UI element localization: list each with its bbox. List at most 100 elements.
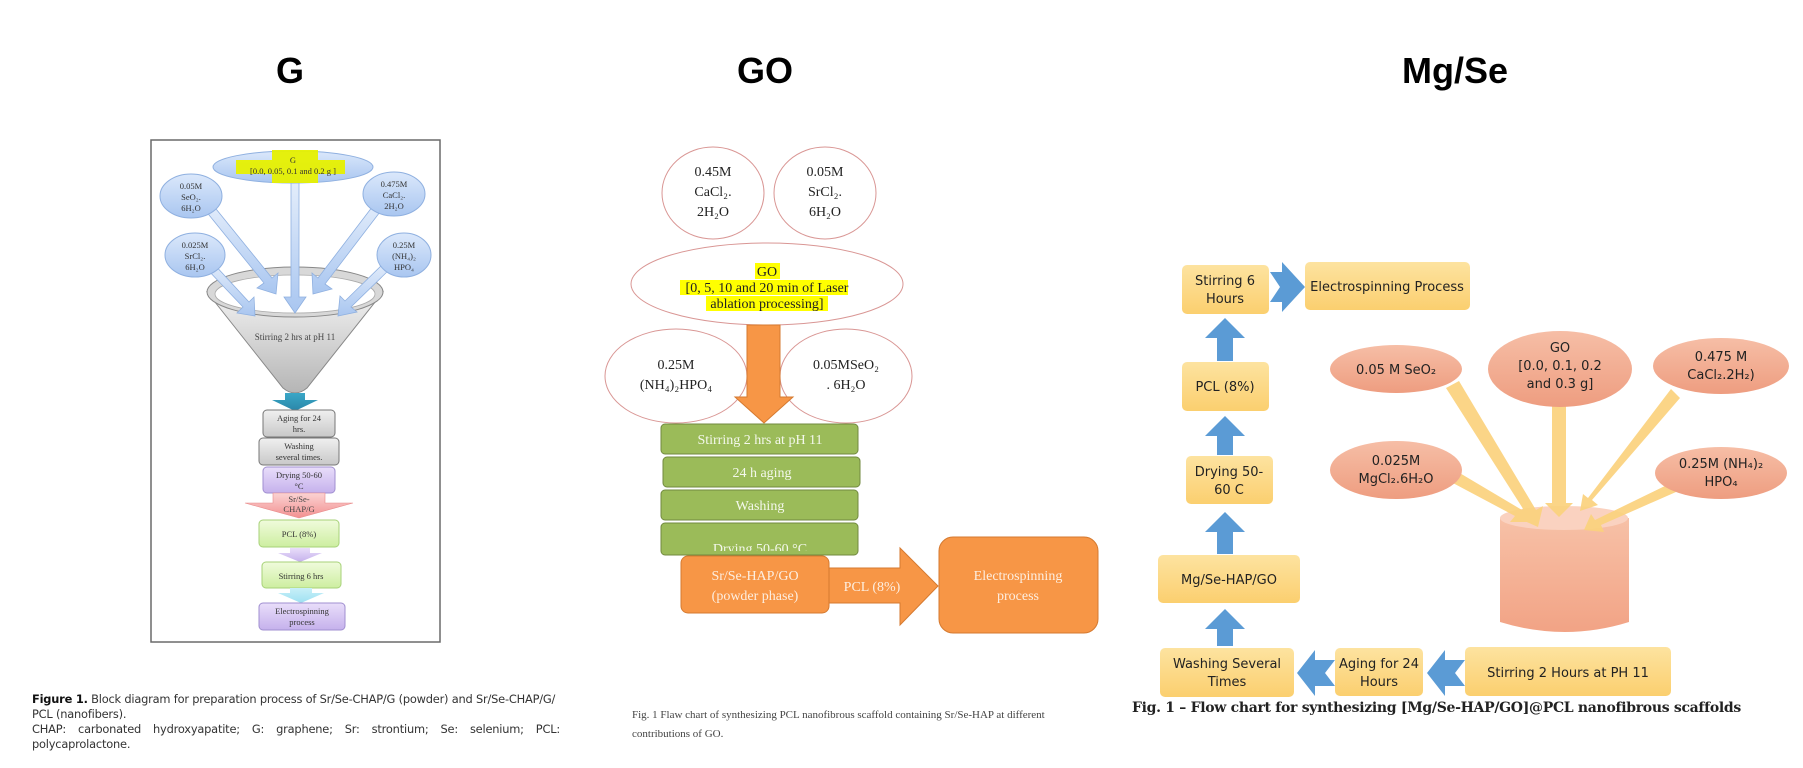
svg-text:GO: GO bbox=[1550, 341, 1570, 356]
arrow-left-icon bbox=[1427, 650, 1465, 696]
arrow-icon bbox=[311, 201, 384, 295]
svg-text:Mg/Se-HAP/GO: Mg/Se-HAP/GO bbox=[1181, 573, 1277, 588]
funnel-label: Stirring 2 hrs at pH 11 bbox=[255, 332, 335, 342]
svg-text:CHAP/G: CHAP/G bbox=[283, 504, 314, 514]
svg-text:GO: GO bbox=[757, 265, 777, 280]
svg-text:0.05M: 0.05M bbox=[807, 165, 845, 180]
arrow-left-icon bbox=[1297, 650, 1335, 696]
svg-text:[0.0, 0.1, 0.2: [0.0, 0.1, 0.2 bbox=[1518, 359, 1602, 374]
arrow-icon bbox=[1545, 405, 1573, 517]
input-seo2: 0.05 M SeO₂ bbox=[1330, 345, 1462, 393]
svg-text:Electrospinning Process: Electrospinning Process bbox=[1310, 280, 1464, 295]
svg-text:CaCl₂.: CaCl₂. bbox=[383, 190, 406, 200]
figure-caption-go: Fig. 1 Flaw chart of synthesizing PCL na… bbox=[632, 709, 1045, 740]
svg-text:ablation processing]: ablation processing] bbox=[710, 297, 823, 312]
svg-text:Washing Several: Washing Several bbox=[1173, 657, 1281, 672]
svg-text:0.05M: 0.05M bbox=[180, 181, 203, 191]
step-aging: Aging for 24 Hours bbox=[1335, 648, 1423, 696]
arrow-right-icon bbox=[1270, 262, 1305, 312]
step-stirring-6-hours: Stirring 6 Hours bbox=[1182, 265, 1269, 314]
arrow-icon bbox=[1580, 389, 1680, 511]
svg-text:(powder phase): (powder phase) bbox=[712, 589, 799, 604]
svg-text:process: process bbox=[997, 589, 1039, 604]
step-drying: Drying 50-60 °C bbox=[660, 522, 859, 557]
svg-text:HPO₄: HPO₄ bbox=[1704, 475, 1737, 490]
input-cacl2: 0.475M CaCl₂. 2H₂O bbox=[362, 171, 426, 217]
svg-text:0.25M (NH₄)₂: 0.25M (NH₄)₂ bbox=[1679, 457, 1763, 472]
svg-text:Hours: Hours bbox=[1360, 675, 1398, 690]
svg-text:. 6H₂O: . 6H₂O bbox=[826, 378, 865, 393]
svg-text:CaCl₂.2H₂): CaCl₂.2H₂) bbox=[1687, 368, 1754, 383]
svg-text:Stirring 2 Hours at PH 11: Stirring 2 Hours at PH 11 bbox=[1487, 666, 1649, 681]
product-box: Sr/Se-HAP/GO (powder phase) bbox=[680, 555, 830, 614]
arrow-down-icon bbox=[272, 393, 318, 411]
arrow-icon bbox=[1446, 381, 1543, 527]
svg-text:hrs.: hrs. bbox=[293, 424, 306, 434]
input-go: GO [0, 5, 10 and 20 min of Laser ablatio… bbox=[630, 242, 904, 326]
svg-text:process: process bbox=[289, 617, 315, 627]
step-electrospinning: Electrospinning Process bbox=[1305, 262, 1470, 310]
svg-text:0.025M: 0.025M bbox=[1372, 454, 1420, 469]
input-seo2: 0.05MSeO₂ . 6H₂O bbox=[779, 328, 913, 424]
input-go: GO [0.0, 0.1, 0.2 and 0.3 g] bbox=[1488, 331, 1632, 407]
figure-caption-mgse: Fig. 1 – Flow chart for synthesizing [Mg… bbox=[1132, 700, 1742, 716]
svg-text:SrCl₂.: SrCl₂. bbox=[808, 185, 842, 200]
svg-text:0.25M: 0.25M bbox=[658, 358, 696, 373]
step-washing: Washing bbox=[660, 489, 859, 521]
arrow-icon bbox=[1584, 483, 1676, 532]
svg-text:0.025M: 0.025M bbox=[182, 240, 209, 250]
svg-text:Drying 50-60: Drying 50-60 bbox=[276, 470, 322, 480]
step-stirring: Stirring 6 hrs bbox=[261, 561, 342, 589]
svg-text:Drying 50-60 °C: Drying 50-60 °C bbox=[713, 542, 807, 557]
caption-text: Block diagram for preparation process of… bbox=[32, 692, 556, 721]
svg-text:and 0.3 g]: and 0.3 g] bbox=[1527, 377, 1594, 392]
step-pcl: PCL (8%) bbox=[258, 519, 340, 548]
svg-text:6H₂O: 6H₂O bbox=[181, 203, 201, 213]
svg-text:Times: Times bbox=[1207, 675, 1247, 690]
input-seo2: 0.05M SeO₂. 6H₂O bbox=[159, 173, 223, 219]
product-arrow: Sr/Se- CHAP/G bbox=[244, 492, 354, 519]
arrow-up-icon bbox=[1205, 318, 1245, 361]
input-cacl2: 0.45M CaCl₂. 2H₂O bbox=[661, 146, 765, 240]
input-srcl2: 0.025M SrCl₂. 6H₂O bbox=[164, 232, 226, 278]
caption-abbreviations: CHAP: carbonated hydroxyapatite; G: grap… bbox=[32, 722, 560, 751]
panel-heading-go: GO bbox=[736, 50, 794, 91]
svg-text:SrCl₂.: SrCl₂. bbox=[185, 251, 206, 261]
svg-text:6H₂O: 6H₂O bbox=[185, 262, 205, 272]
svg-text:CaCl₂.: CaCl₂. bbox=[694, 185, 731, 200]
step-aging: Aging for 24 hrs. bbox=[262, 409, 336, 438]
svg-text:Electrospinning: Electrospinning bbox=[275, 606, 330, 616]
step-drying: Drying 50- 60 C bbox=[1186, 456, 1273, 504]
input-mgcl2: 0.025M MgCl₂.6H₂O bbox=[1330, 441, 1462, 499]
svg-text:0.05MSeO₂: 0.05MSeO₂ bbox=[813, 358, 879, 373]
svg-text:Hours: Hours bbox=[1206, 292, 1244, 307]
svg-text:PCL (8%): PCL (8%) bbox=[282, 529, 317, 539]
arrow-icon bbox=[337, 261, 392, 317]
step-drying: Drying 50-60 °C bbox=[262, 466, 336, 494]
svg-text:0.475M: 0.475M bbox=[381, 179, 408, 189]
svg-text:[0, 5, 10 and 20 min of Laser: [0, 5, 10 and 20 min of Laser bbox=[686, 281, 849, 296]
panel-heading-mgse: Mg/Se bbox=[1401, 50, 1509, 91]
step-aging: 24 h aging bbox=[662, 456, 861, 488]
input-nh4: 0.25M (NH₄)₂ HPO₄ bbox=[376, 232, 432, 278]
highlight-marker bbox=[236, 150, 345, 183]
input-arrows bbox=[204, 181, 392, 317]
panel-heading-g: G bbox=[275, 50, 305, 91]
arrow-icon bbox=[1451, 472, 1530, 522]
svg-text:Washing: Washing bbox=[736, 499, 785, 514]
arrow-icon bbox=[204, 203, 279, 295]
arrow-up-icon bbox=[1205, 609, 1245, 646]
svg-text:Stirring 2 hrs at pH 11: Stirring 2 hrs at pH 11 bbox=[697, 433, 822, 448]
svg-text:Aging for 24: Aging for 24 bbox=[277, 413, 322, 423]
input-nh4: 0.25M (NH₄)₂ HPO₄ bbox=[1655, 447, 1787, 499]
svg-text:PCL (8%): PCL (8%) bbox=[1195, 380, 1254, 395]
flow-arrows bbox=[1205, 262, 1465, 696]
step-washing: Washing Several Times bbox=[1160, 648, 1294, 697]
svg-text:SeO₂.: SeO₂. bbox=[181, 192, 201, 202]
svg-text:HPO₄: HPO₄ bbox=[394, 262, 414, 272]
input-g-amounts: [0.0, 0.05, 0.1 and 0.2 g ] bbox=[250, 166, 336, 176]
svg-text:0.05 M SeO₂: 0.05 M SeO₂ bbox=[1356, 363, 1436, 378]
svg-text:several times.: several times. bbox=[276, 452, 323, 462]
svg-text:24 h aging: 24 h aging bbox=[732, 466, 791, 481]
svg-text:Sr/Se-: Sr/Se- bbox=[288, 494, 309, 504]
